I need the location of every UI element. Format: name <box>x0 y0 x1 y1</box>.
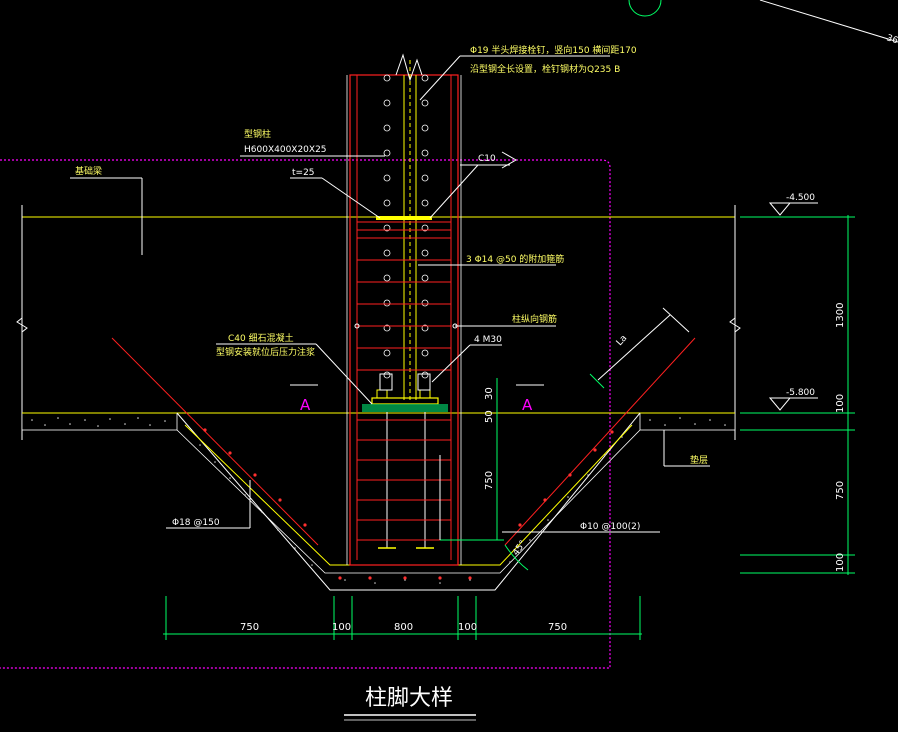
side-rebar-right-red <box>504 337 696 546</box>
bottom-dim-750-right: 750 <box>548 622 567 633</box>
break-mark-right <box>729 317 741 333</box>
c10-leader-2 <box>429 164 479 219</box>
right-dim-750: 750 <box>835 481 846 500</box>
grout-layer <box>362 404 448 412</box>
stud-note-1: Φ19 半头焊接栓钉，竖向150 横间距170 <box>470 44 637 56</box>
la-dim-line <box>597 314 671 381</box>
la-label: La <box>615 333 629 348</box>
grout-leader-2 <box>315 343 373 405</box>
plate-t-leader-2 <box>321 177 381 219</box>
steel-top-break <box>395 53 423 82</box>
steel-column-label: 型钢柱 <box>244 128 271 140</box>
stud-note-2: 沿型钢全长设置，栓钉钢材为Q235 B <box>470 63 620 75</box>
bottom-dim-100-right: 100 <box>458 622 477 633</box>
bolt-nut-right <box>419 389 431 399</box>
bottom-dim-750-left: 750 <box>240 622 259 633</box>
cushion-band-left <box>21 412 178 431</box>
grout-label-2: 型钢安装就位后压力注浆 <box>216 346 315 358</box>
right-dim-ext <box>740 216 855 574</box>
cushion-hatch-left <box>31 417 166 427</box>
drawing-title: 柱脚大样 <box>365 686 453 711</box>
cushion-hatch-right <box>649 417 726 426</box>
pit-rebar-yellow <box>184 424 633 566</box>
detail-callout-circle <box>628 0 662 17</box>
cushion-band-right <box>639 412 736 431</box>
plate-t-label: t=25 <box>292 168 315 178</box>
steel-section-label: H600X400X20X25 <box>244 145 327 155</box>
c10-label: C10 <box>478 154 496 164</box>
bottom-dim-800: 800 <box>394 622 413 633</box>
anchor-bolts-label: 4 M30 <box>474 335 502 345</box>
elevation-bottom: -5.800 <box>786 388 815 398</box>
vert-dim-750: 750 <box>484 471 495 490</box>
side-rebar-left-red <box>111 337 319 546</box>
vert-dim-50: 50 <box>484 410 495 423</box>
stirrups-label: 3 Φ14 @50 的附加箍筋 <box>466 253 564 265</box>
stirrups <box>357 221 451 541</box>
right-dim-1300: 1300 <box>835 303 846 328</box>
grout-label-1: C40 细石混凝土 <box>228 332 294 344</box>
shear-studs <box>383 74 429 379</box>
pit-outline-outer <box>176 412 641 591</box>
elevation-marker-bottom <box>768 397 792 411</box>
la-tick-2 <box>662 307 690 333</box>
pit-concrete-hatch <box>199 436 623 584</box>
elevation-top: -4.500 <box>786 193 815 203</box>
bolt-plate-left <box>379 373 393 391</box>
leader-line-top-right <box>759 0 898 43</box>
la-tick-1 <box>589 373 605 389</box>
rebar-dots <box>203 428 614 580</box>
column-rebar-point-left <box>354 323 360 329</box>
angle-label: 45° <box>511 539 528 558</box>
section-mark-right: A <box>522 396 533 414</box>
cushion-label: 垫层 <box>690 454 708 466</box>
c10-flag <box>501 151 518 169</box>
section-mark-left: A <box>300 396 311 414</box>
stud-note-leader-2 <box>419 55 461 101</box>
elevation-marker-top <box>768 202 792 216</box>
bolt-plate-right <box>417 373 431 391</box>
bottom-rebar-label: Φ10 @100(2) <box>580 522 640 532</box>
break-mark-left <box>16 317 28 333</box>
column-rebar-point-right <box>452 323 458 329</box>
angle-arc <box>504 544 529 571</box>
right-dim-100a: 100 <box>835 394 846 413</box>
bolt-nut-left <box>376 389 388 399</box>
anchor-bolts-leader-2 <box>431 344 471 383</box>
bottom-dim-100-left: 100 <box>332 622 351 633</box>
vert-dim-30: 30 <box>484 387 495 400</box>
base-plate-bottom <box>371 397 439 405</box>
column-rebar-label: 柱纵向钢筋 <box>512 313 557 325</box>
side-rebar-label: Φ18 @150 <box>172 518 220 528</box>
pit-outline-inner <box>176 429 641 574</box>
foundation-beam-label: 基础梁 <box>75 165 102 177</box>
detail-frame <box>0 159 611 669</box>
bottom-dim-ext <box>165 596 641 640</box>
right-dim-100b: 100 <box>835 553 846 572</box>
corner-text: 36 <box>885 33 898 46</box>
base-plate-top <box>376 216 432 220</box>
